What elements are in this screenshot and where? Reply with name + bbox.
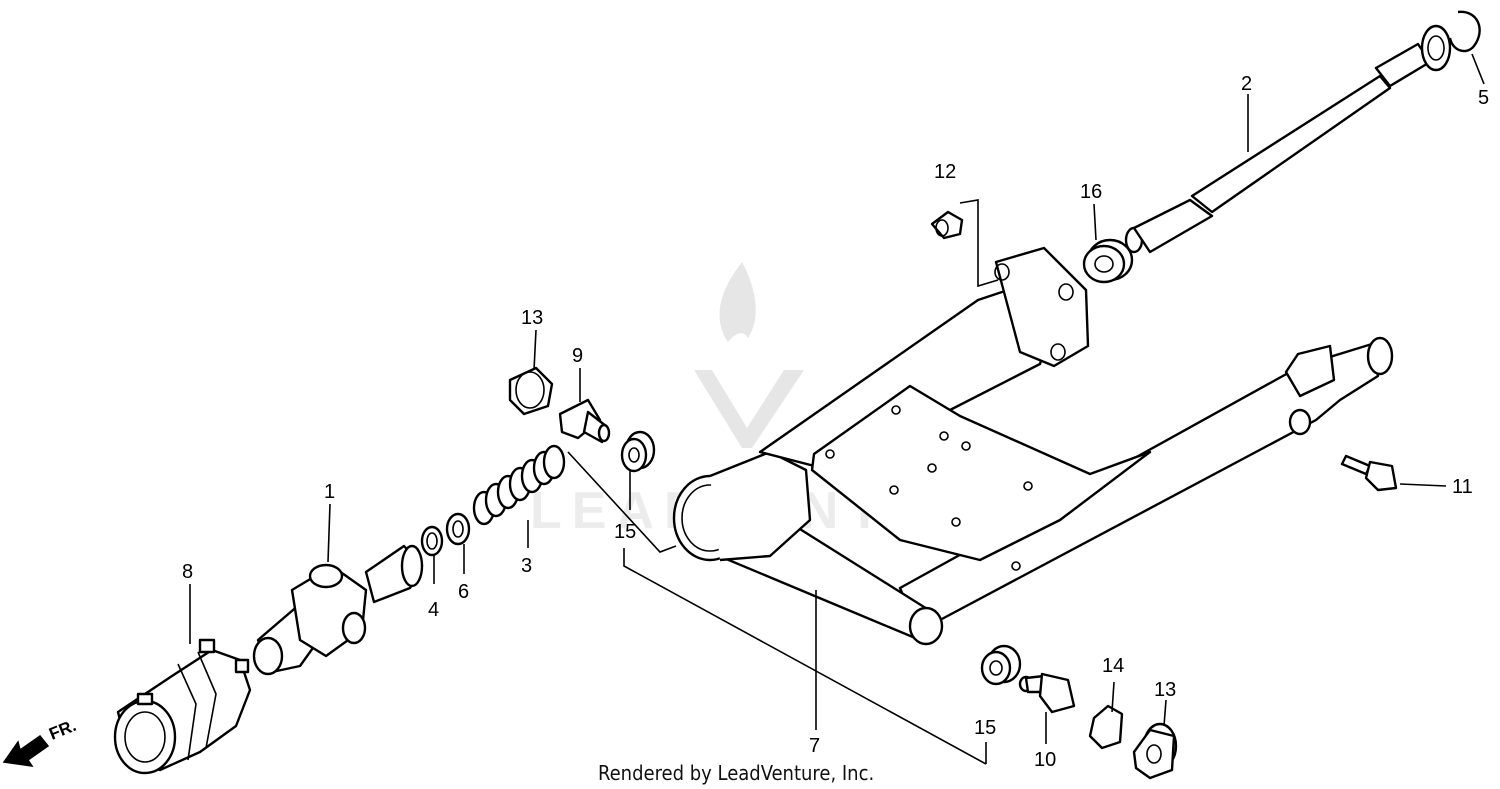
callout-14: 14: [1102, 655, 1124, 677]
front-arrow-icon: [2, 734, 50, 767]
callout-7: 7: [809, 735, 820, 757]
part-13-lock-nut-lower: [1132, 722, 1178, 780]
part-6-washer: [445, 512, 471, 546]
callout-16: 16: [1080, 181, 1102, 203]
front-direction-indicator: FR.: [2, 716, 79, 767]
callout-2: 2: [1241, 73, 1252, 95]
part-15-bearing-lower: [980, 644, 1022, 686]
part-13-lock-nut-upper: [508, 366, 554, 416]
part-2-drive-shaft: [1124, 24, 1452, 254]
callout-3: 3: [521, 555, 532, 577]
callout-15-upper: 15: [614, 521, 636, 543]
callout-12: 12: [934, 161, 956, 183]
part-10-pivot-bolt: [1018, 672, 1076, 714]
render-credit: Rendered by LeadVenture, Inc.: [598, 761, 874, 785]
part-4-circlip: [420, 525, 444, 557]
part-16-bearing: [1082, 238, 1134, 284]
part-15-bearing-upper: [620, 430, 656, 473]
callout-10: 10: [1034, 749, 1056, 771]
part-14-lock-washer: [1088, 704, 1124, 750]
part-9-pivot-bolt: [558, 398, 611, 444]
part-5-circlip: [1448, 10, 1481, 53]
callout-5: 5: [1478, 87, 1489, 109]
callout-13-lower: 13: [1154, 679, 1176, 701]
front-label: FR.: [46, 716, 79, 744]
callout-13-upper: 13: [521, 307, 543, 329]
callout-11: 11: [1452, 476, 1473, 498]
part-12-nut: [930, 210, 964, 240]
part-7-swingarm: [672, 246, 1394, 646]
callout-1: 1: [324, 481, 335, 503]
leader-lines: [189, 53, 1485, 765]
callout-6: 6: [458, 581, 469, 603]
callout-15-lower: 15: [974, 717, 996, 739]
part-1-universal-joint: [252, 544, 424, 676]
callout-4: 4: [428, 599, 439, 621]
part-11-bolt: [1340, 454, 1398, 492]
part-3-spring: [472, 444, 566, 526]
callout-8: 8: [182, 561, 193, 583]
callout-9: 9: [572, 345, 583, 367]
callout-numbers: 1 2 3 4 5 6 7 8 9 10 11 12 13 13 14 15 1…: [182, 73, 1489, 771]
part-8-boot: [113, 638, 252, 775]
